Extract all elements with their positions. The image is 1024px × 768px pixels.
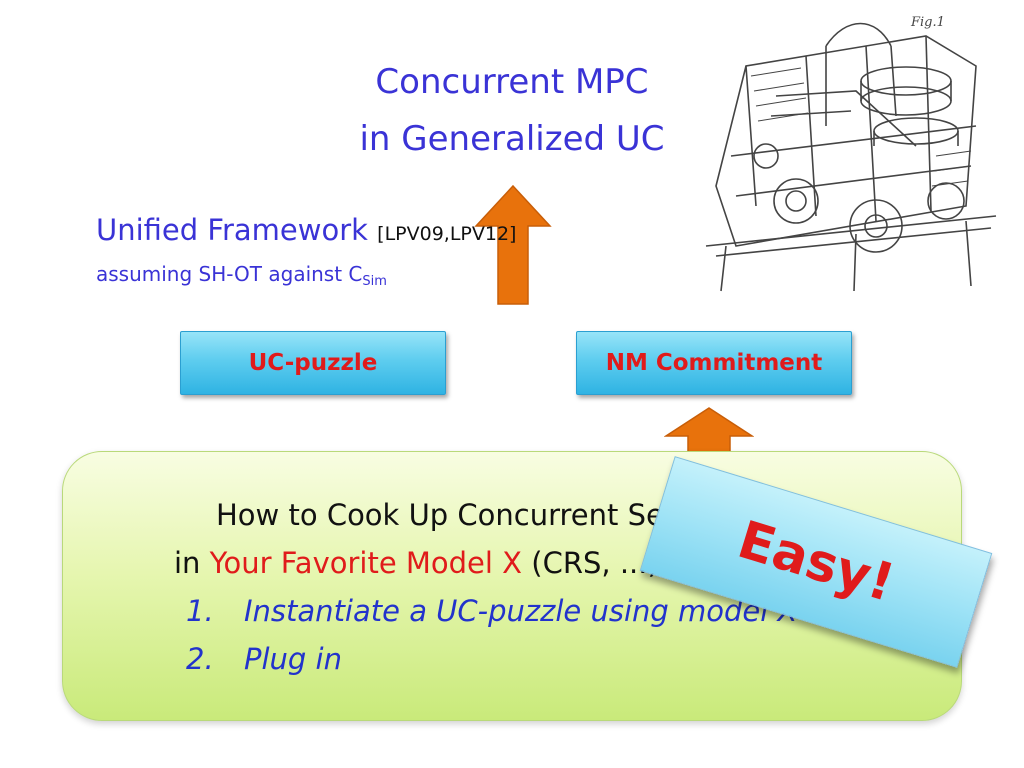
slide-title-line1: Concurrent MPC (375, 62, 649, 102)
framework-assumption: assuming SH-OT against CSim (96, 262, 387, 289)
assumption-text: assuming SH-OT against C (96, 262, 363, 286)
step-number: 1. (186, 594, 214, 628)
step-text: Plug in (244, 642, 342, 676)
model-prefix: in (174, 546, 210, 580)
slide-title-line2: in Generalized UC (359, 119, 665, 159)
nm-commitment-label: NM Commitment (605, 350, 823, 376)
step-text: Instantiate a UC-puzzle using model X (244, 594, 798, 628)
upward-arrow-bottom-icon (664, 407, 754, 466)
recipe-model-line: in Your Favorite Model X (CRS, ...) (174, 546, 659, 580)
uc-puzzle-label: UC-puzzle (248, 350, 378, 376)
model-highlight: Your Favorite Model X (209, 546, 523, 580)
step-number: 2. (186, 642, 214, 676)
recipe-step: 2. Plug in (186, 642, 342, 676)
model-suffix: (CRS, ...) (522, 546, 659, 580)
framework-name: Unified Framework (96, 213, 368, 247)
assumption-subscript: Sim (362, 274, 387, 289)
machine-illustration-icon: Fig.1 (705, 15, 997, 292)
uc-puzzle-box: UC-puzzle (180, 331, 446, 395)
nm-commitment-box: NM Commitment (576, 331, 852, 395)
framework-citation: [LPV09,LPV12] (377, 223, 517, 245)
svg-text:Fig.1: Fig.1 (910, 15, 945, 30)
easy-stamp-label: Easy! (731, 510, 901, 614)
upward-arrow-top-icon (474, 184, 552, 305)
recipe-step: 1. Instantiate a UC-puzzle using model X (186, 594, 797, 628)
framework-heading: Unified Framework [LPV09,LPV12] (96, 213, 516, 247)
